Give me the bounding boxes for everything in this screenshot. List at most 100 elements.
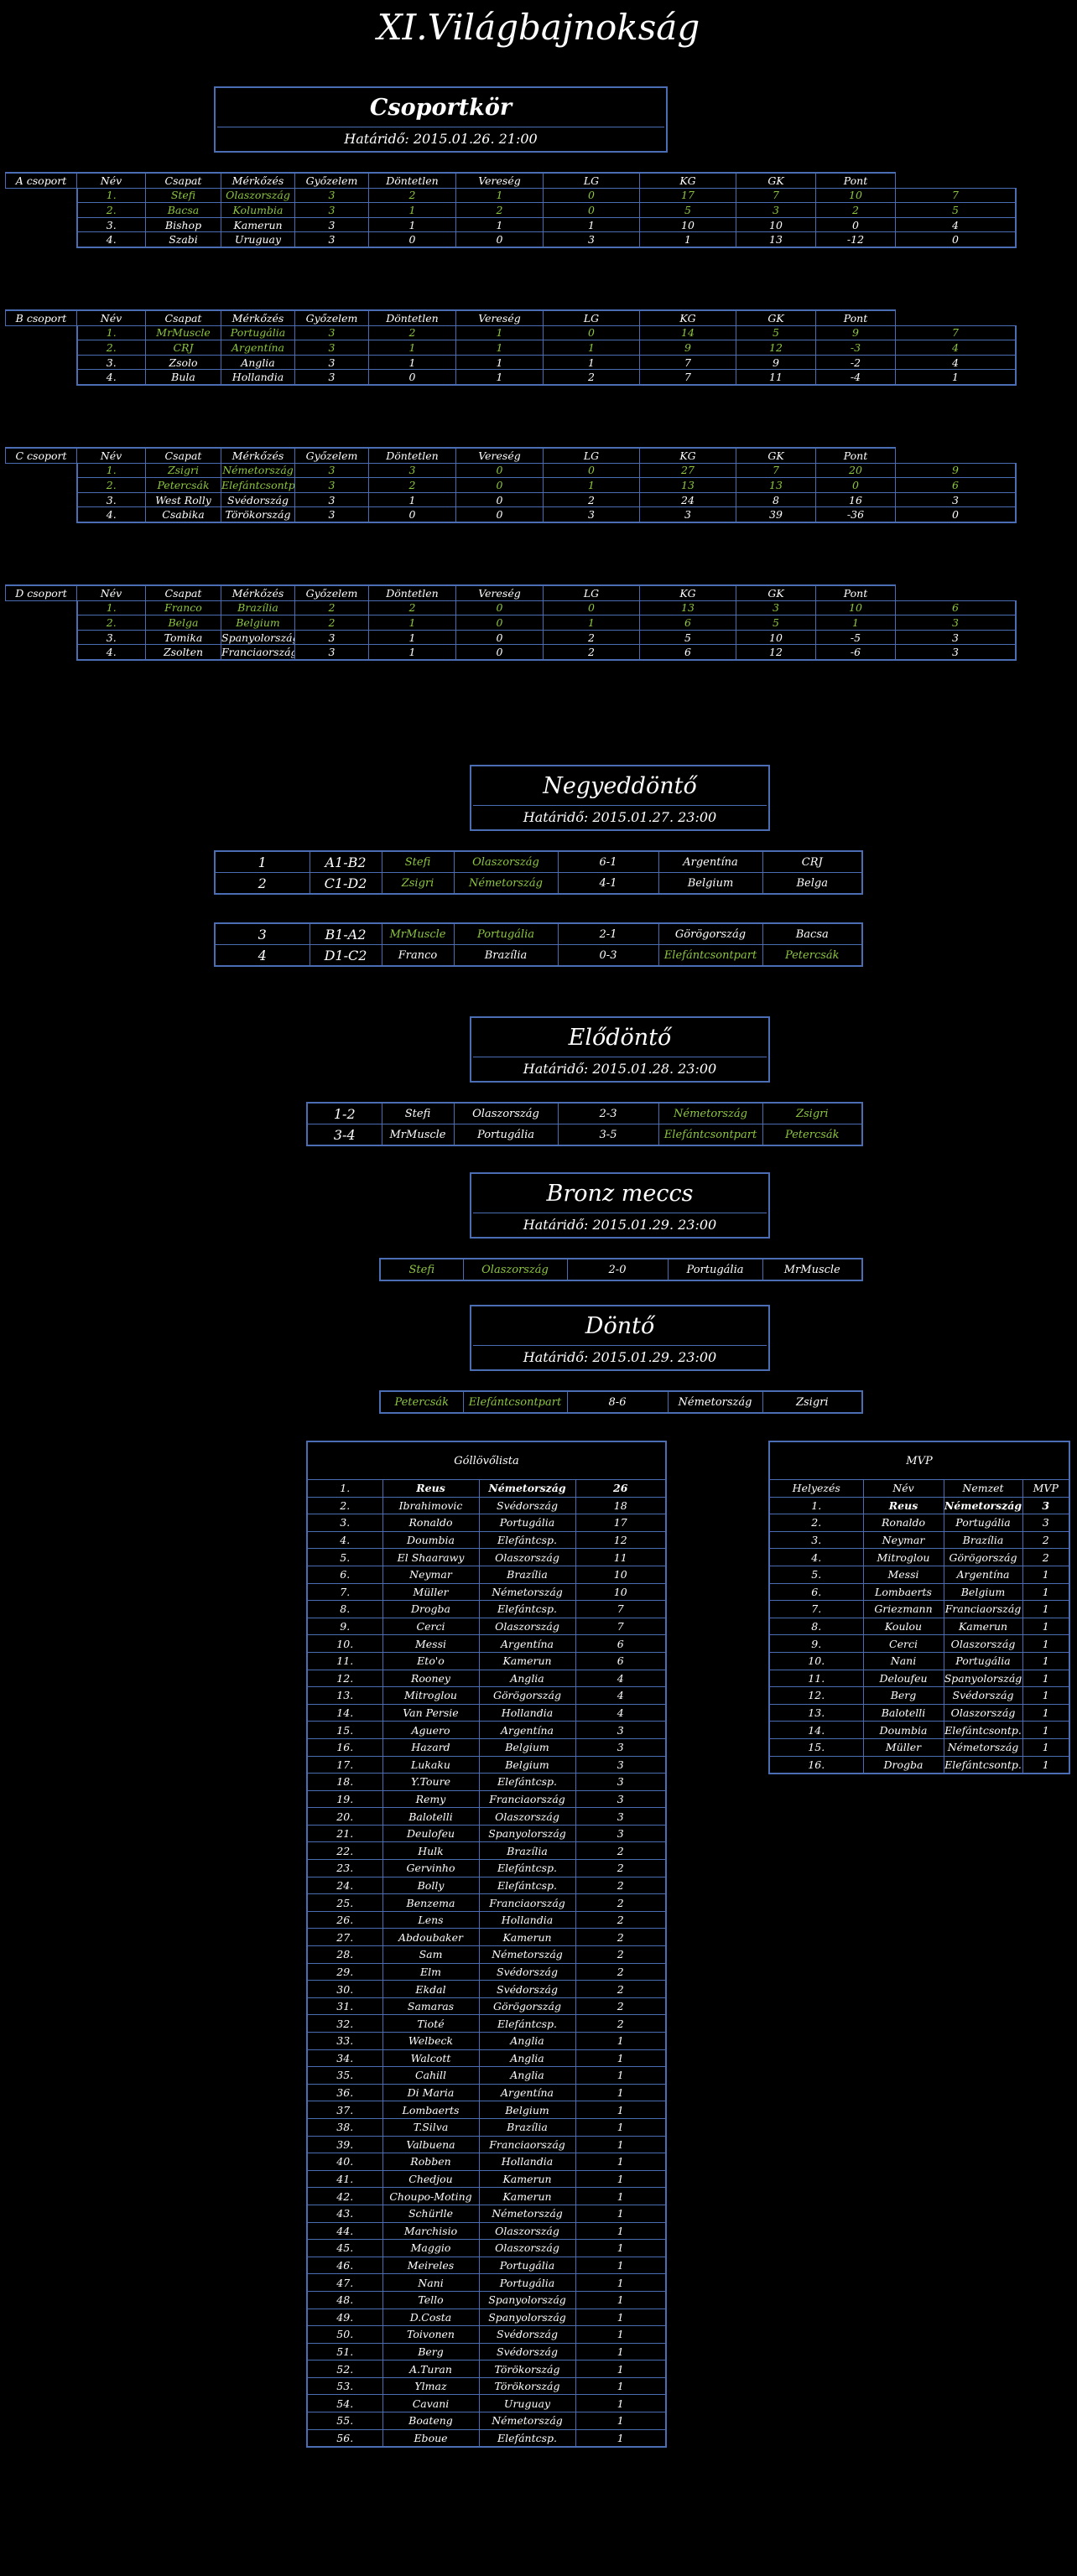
table-cell: 5 [896,203,1017,218]
table-cell: 3 [544,507,640,522]
table-cell: 0 [544,325,640,340]
table-cell: 3 [295,492,369,507]
match-cell: MrMuscle [762,1259,862,1280]
table-cell: Svédország [479,1981,575,1998]
table-cell: 1 [575,2084,666,2101]
table-cell: 10 [640,217,736,232]
table-row: 5.El ShaarawyOlaszország11 [307,1549,666,1566]
table-cell: Franciaország [479,1790,575,1808]
table-row: 44.MarchisioOlaszország1 [307,2222,666,2240]
match-cell: 4 [215,945,310,967]
table-cell: Y.Toure [382,1774,479,1791]
table-cell: 2 [575,1946,666,1964]
table-cell: 7. [769,1601,863,1618]
group-header-row: A csoportNévCsapatMérkőzésGyőzelemDöntet… [6,173,1017,188]
table-cell: Anglia [479,2033,575,2050]
table-cell: 0 [456,463,544,478]
table-cell: Deulofeu [382,1825,479,1842]
table-row: 15.AgueroArgentína3 [307,1722,666,1739]
table-cell: 29. [307,1963,382,1981]
table-row: 47.NaniPortugália1 [307,2274,666,2292]
match-cell: Petercsák [762,1124,862,1146]
table-cell: 3 [896,492,1017,507]
table-cell: 4. [77,232,146,247]
match-row: 4D1-C2FrancoBrazília0-3ElefántcsontpartP… [215,945,862,967]
table-cell: Elefántcsp. [479,1531,575,1549]
table-cell: Portugália [944,1514,1022,1532]
table-cell: 1. [769,1497,863,1514]
table-cell: 13 [640,600,736,615]
table-cell: Neymar [863,1531,944,1549]
column-header: Helyezés [769,1480,863,1498]
table-row: 2.RonaldoPortugália3 [769,1514,1069,1532]
table-cell: 6 [896,600,1017,615]
table-cell: Cerci [382,1618,479,1635]
column-header: Pont [816,585,896,600]
table-cell: Van Persie [382,1704,479,1722]
table-cell: Di Maria [382,2084,479,2101]
column-header: Csapat [146,448,221,463]
table-cell: Müller [863,1738,944,1756]
match-cell: MrMuscle [382,923,454,945]
table-row: 11.DeloufeuSpanyolország1 [769,1670,1069,1687]
column-header: Név [863,1480,944,1498]
table-cell: Kamerun [479,1929,575,1946]
table-cell: Uruguay [479,2395,575,2412]
table-cell: Olaszország [221,188,295,203]
table-cell: 7. [307,1583,382,1601]
table-cell: 9 [640,340,736,356]
column-header: Mérkőzés [221,173,295,188]
final-header: Döntő Határidő: 2015.01.29. 23:00 [470,1305,770,1371]
table-cell: Cahill [382,2067,479,2085]
table-row: 3.ZsoloAnglia311179-24 [6,355,1017,370]
group-stage-heading: Csoportkör [217,90,664,127]
table-cell: Marchisio [382,2222,479,2240]
table-cell: 8. [769,1618,863,1635]
match-cell: Németország [454,873,558,895]
table-cell: Kolumbia [221,203,295,218]
table-row: 3.RonaldoPortugália17 [307,1514,666,1532]
column-header: Név [77,310,146,325]
table-cell: 3 [369,463,456,478]
table-cell: Meireles [382,2257,479,2274]
table-cell: A.Turan [382,2360,479,2378]
match-cell: Stefi [380,1259,463,1280]
group-table: B csoportNévCsapatMérkőzésGyőzelemDöntet… [5,309,1017,386]
table-cell: Németország [479,1583,575,1601]
table-cell: 11. [307,1652,382,1670]
table-cell: 3 [295,630,369,645]
table-cell: 1 [1022,1756,1069,1774]
table-cell: 51. [307,2343,382,2360]
table-cell: 1 [1022,1618,1069,1635]
table-row: 4.DoumbiaElefántcsp.12 [307,1531,666,1549]
table-cell: 0 [456,492,544,507]
table-cell: 3 [295,645,369,660]
table-cell: Argentína [479,2084,575,2101]
table-cell: 0 [369,232,456,247]
table-cell: 3 [295,355,369,370]
table-cell: Svédország [479,1963,575,1981]
table-cell: Törökország [479,2377,575,2395]
table-cell: 0 [896,232,1017,247]
table-cell: Walcott [382,2049,479,2067]
table-cell: 1 [369,645,456,660]
table-cell: 7 [575,1601,666,1618]
table-cell: 1 [369,492,456,507]
table-cell: Neymar [382,1566,479,1583]
table-cell: 12 [575,1531,666,1549]
table-cell: 2 [575,2015,666,2033]
match-cell: Olaszország [463,1259,567,1280]
table-cell: 0 [456,630,544,645]
table-row: 2.BelgaBelgium21016513 [6,615,1017,631]
table-cell: 11 [575,1549,666,1566]
table-cell: 1 [575,2049,666,2067]
table-cell: 34. [307,2049,382,2067]
table-cell: Drogba [863,1756,944,1774]
table-cell: Argentína [944,1566,1022,1583]
group-stage-header: Csoportkör Határidő: 2015.01.26. 21:00 [214,86,668,153]
table-row: 40.RobbenHollandia1 [307,2153,666,2171]
table-cell: 15. [307,1722,382,1739]
column-header: Vereség [456,585,544,600]
column-header: Vereség [456,173,544,188]
bronze-heading: Bronz meccs [473,1176,767,1213]
